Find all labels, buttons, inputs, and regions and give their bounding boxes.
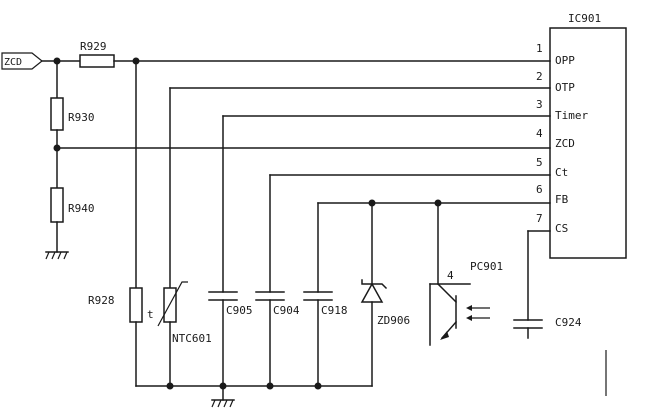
ic901-body (549, 27, 627, 259)
ntc601-t-mark: t (147, 308, 154, 321)
zener-diode-icon (360, 279, 388, 303)
r940-resistor (50, 187, 64, 223)
ic-pin-name-4: ZCD (555, 137, 575, 150)
phototransistor-icon (429, 282, 490, 346)
c905-label: C905 (226, 304, 253, 317)
ic-pin-name-2: OTP (555, 81, 575, 94)
c904-label: C904 (273, 304, 300, 317)
r928-label: R928 (88, 294, 115, 307)
zd906-label: ZD906 (377, 314, 410, 327)
zcd-input-tag (1, 52, 43, 70)
ic-pin-name-3: Timer (555, 109, 588, 122)
r929-resistor (79, 54, 115, 68)
ic-pin-name-5: Ct (555, 166, 568, 179)
ic-pin-num-1: 1 (536, 42, 543, 55)
ground-icon (45, 251, 69, 260)
ic901-label: IC901 (568, 12, 601, 25)
r930-resistor (50, 97, 64, 131)
ic-pin-name-7: CS (555, 222, 568, 235)
ic-pin-num-3: 3 (536, 98, 543, 111)
r928-resistor (129, 287, 143, 323)
ic-pin-name-6: FB (555, 193, 569, 206)
zcd-input-label: ZCD (4, 57, 22, 68)
r929-label: R929 (80, 40, 107, 53)
r930-label: R930 (68, 111, 95, 124)
c924-label: C924 (555, 316, 582, 329)
c918-label: C918 (321, 304, 348, 317)
ic-pin-num-4: 4 (536, 127, 543, 140)
ntc601-slash (157, 281, 188, 327)
ic-pin-num-6: 6 (536, 183, 543, 196)
pc901-pin-label: 4 (447, 269, 454, 282)
ntc601-label: NTC601 (172, 332, 212, 345)
ic-pin-num-2: 2 (536, 70, 543, 83)
r940-label: R940 (68, 202, 95, 215)
ic-pin-num-7: 7 (536, 212, 543, 225)
ground-icon (211, 399, 235, 408)
ic-pin-num-5: 5 (536, 156, 543, 169)
pc901-label: PC901 (470, 260, 503, 273)
ic-pin-name-1: OPP (555, 54, 575, 67)
